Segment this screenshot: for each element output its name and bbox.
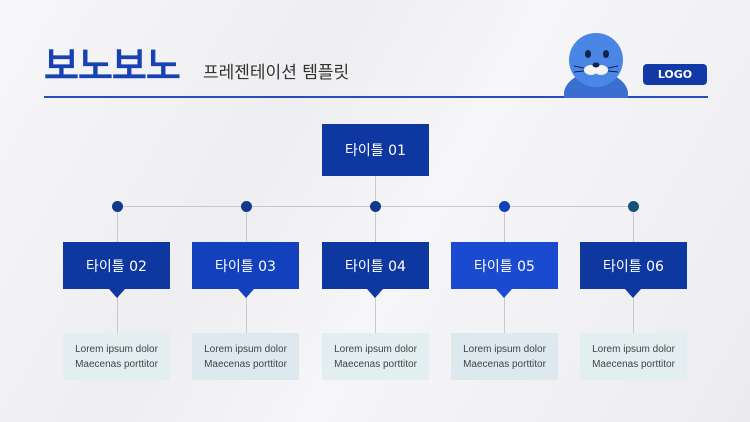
org-node-title-04: 타이틀 04 (322, 242, 429, 289)
junction-dot (370, 201, 381, 212)
node-pointer (367, 289, 383, 298)
org-node-title-06: 타이틀 06 (580, 242, 687, 289)
node-pointer (109, 289, 125, 298)
node-pointer (496, 289, 512, 298)
org-node-title-01: 타이틀 01 (322, 124, 429, 176)
desc-line-2: Maecenas porttitor (334, 358, 417, 370)
org-node-title-03: 타이틀 03 (192, 242, 299, 289)
header-title: 보노보노 (44, 44, 181, 88)
logo-badge: LOGO (643, 64, 707, 85)
desc-line-2: Maecenas porttitor (75, 358, 158, 370)
desc-line-2: Maecenas porttitor (592, 358, 675, 370)
org-node-title-02: 타이틀 02 (63, 242, 170, 289)
desc-line-1: Lorem ipsum dolor (334, 343, 417, 355)
desc-box-06: Lorem ipsum dolor Maecenas porttitor (580, 333, 687, 380)
junction-dot (241, 201, 252, 212)
connector-top-vertical (375, 176, 376, 207)
desc-box-02: Lorem ipsum dolor Maecenas porttitor (63, 333, 170, 380)
node-pointer (238, 289, 254, 298)
node-pointer (625, 289, 641, 298)
desc-line-1: Lorem ipsum dolor (75, 343, 158, 355)
header-divider (44, 96, 708, 98)
desc-line-1: Lorem ipsum dolor (592, 343, 675, 355)
desc-line-2: Maecenas porttitor (463, 358, 546, 370)
header-subtitle: 프레젠테이션 템플릿 (203, 63, 350, 83)
desc-box-03: Lorem ipsum dolor Maecenas porttitor (192, 333, 299, 380)
desc-box-04: Lorem ipsum dolor Maecenas porttitor (322, 333, 429, 380)
junction-dot (499, 201, 510, 212)
blue-seal-mascot-icon (564, 33, 628, 98)
junction-dot (112, 201, 123, 212)
junction-dot (628, 201, 639, 212)
org-node-title-05: 타이틀 05 (451, 242, 558, 289)
desc-line-1: Lorem ipsum dolor (204, 343, 287, 355)
desc-line-1: Lorem ipsum dolor (463, 343, 546, 355)
desc-box-05: Lorem ipsum dolor Maecenas porttitor (451, 333, 558, 380)
desc-line-2: Maecenas porttitor (204, 358, 287, 370)
